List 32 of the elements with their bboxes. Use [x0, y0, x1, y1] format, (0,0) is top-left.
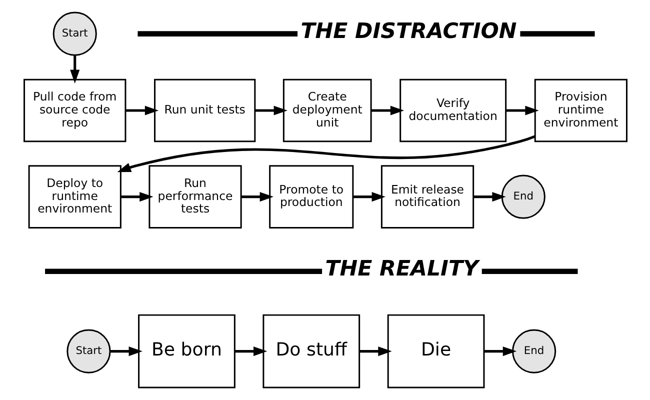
node-box: Deploy to runtime environment — [28, 165, 121, 228]
node-circle: End — [500, 174, 545, 219]
node-box: Promote to production — [268, 165, 354, 228]
label: THE REALITY — [324, 256, 478, 282]
arrow — [506, 106, 538, 116]
arrow — [240, 192, 273, 202]
arrow — [359, 346, 392, 356]
label: THE DISTRACTION — [300, 19, 516, 44]
arrow — [125, 106, 158, 116]
node-box: Run unit tests — [154, 78, 256, 142]
arrow — [234, 346, 267, 356]
arrow — [484, 346, 516, 356]
node-box: Provision runtime environment — [534, 78, 627, 142]
arrow — [473, 192, 506, 202]
arrow — [110, 346, 142, 356]
arrow — [116, 135, 535, 172]
node-box: Do stuff — [262, 314, 360, 388]
node-box: Create deployment unit — [282, 78, 372, 142]
arrow — [352, 192, 385, 202]
node-circle: Start — [66, 329, 110, 374]
node-box: Verify documentation — [399, 78, 506, 142]
arrow — [370, 106, 404, 116]
node-box: Die — [386, 314, 484, 388]
arrow — [70, 55, 80, 84]
node-box: Emit release notification — [380, 165, 474, 228]
arrow — [120, 192, 153, 202]
node-box: Run performance tests — [148, 165, 242, 228]
node-circle: End — [512, 329, 556, 374]
node-box: Be born — [138, 314, 235, 388]
node-box: Pull code from source code repo — [23, 78, 126, 142]
arrow — [254, 106, 287, 116]
node-circle: Start — [52, 12, 96, 56]
